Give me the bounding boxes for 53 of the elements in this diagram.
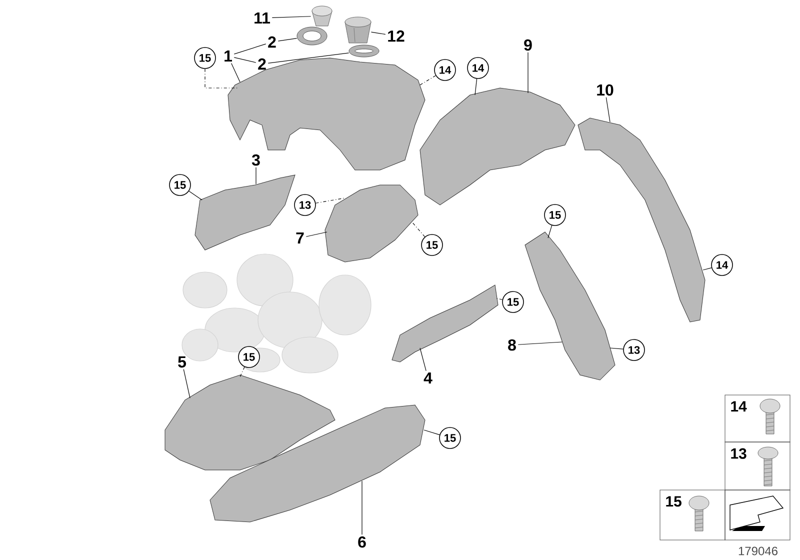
leader-line [702, 267, 712, 270]
callout-number: 2 [258, 58, 266, 70]
table-cell: 13 [724, 442, 790, 490]
leader-line [420, 75, 436, 86]
heat-shield-drawing [194, 174, 296, 250]
heat-shield-drawing [324, 184, 418, 262]
heat-shield-drawing [578, 118, 706, 322]
reference-number: 179046 [738, 546, 778, 556]
leader-line [231, 62, 240, 82]
callout-number: 5 [178, 356, 186, 368]
leader-line [204, 68, 238, 88]
leader-line [548, 225, 552, 238]
leader-line [234, 44, 266, 54]
heat-shield-drawing [210, 404, 426, 522]
leader-line [412, 222, 426, 238]
leader-line [240, 366, 245, 378]
leader-line [474, 78, 478, 96]
leader-line [278, 38, 298, 42]
leader-line [234, 57, 256, 63]
leader-line [424, 430, 440, 436]
leader-line [315, 198, 346, 204]
table-cell: 15 [660, 490, 726, 540]
leader-line [610, 348, 624, 350]
leader-line [606, 97, 610, 122]
callout-number: 9 [524, 39, 532, 51]
callout-number: 12 [388, 30, 404, 42]
cap-drawing [312, 6, 332, 26]
heat-shield-drawing [524, 232, 616, 380]
sealing-ring-drawing [348, 44, 380, 58]
leader-line [188, 190, 202, 200]
leader-line [494, 298, 503, 300]
heat-shield-drawing [392, 284, 498, 362]
leader-line [370, 32, 386, 35]
heat-shield-drawing [420, 88, 576, 206]
leader-line [518, 342, 562, 345]
callout-number: 2 [268, 36, 276, 48]
table-cell: 14 [724, 394, 790, 442]
callout-number: 11 [254, 12, 270, 24]
cup-drawing [344, 16, 372, 44]
callout-number: 10 [597, 84, 614, 96]
callout-number: 1 [224, 50, 232, 62]
leader-line [420, 348, 426, 372]
leader-line [272, 16, 312, 18]
sealing-ring-drawing [296, 26, 328, 46]
callout-number: 7 [296, 232, 304, 244]
leader-line [306, 232, 328, 237]
heat-shield-drawing [164, 374, 336, 470]
callout-number: 4 [424, 372, 432, 384]
callout-number: 3 [252, 154, 260, 166]
callout-number: 8 [508, 339, 516, 351]
leader-line [268, 52, 350, 64]
callout-number: 6 [358, 536, 366, 548]
leader-line [183, 369, 190, 398]
